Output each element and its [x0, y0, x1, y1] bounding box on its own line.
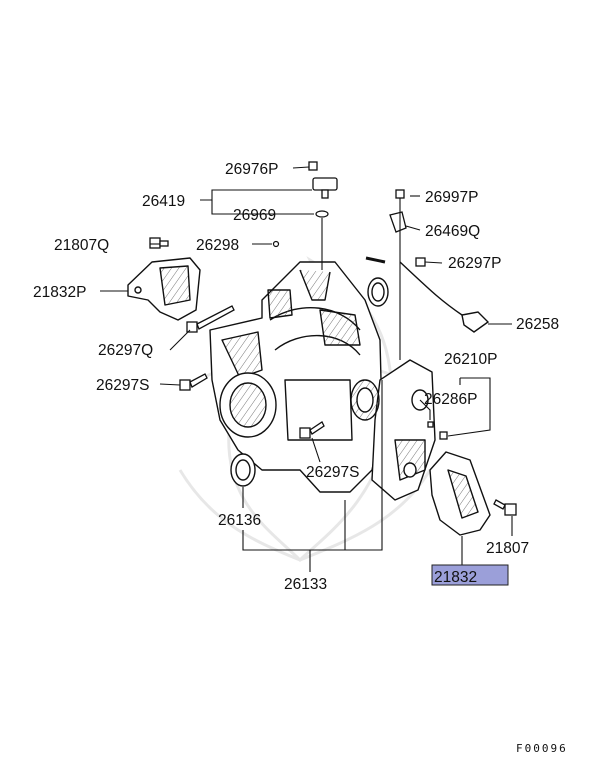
- label-21807[interactable]: 21807: [486, 540, 529, 557]
- o-ring-26969: [315, 210, 329, 218]
- label-26133[interactable]: 26133: [284, 576, 327, 593]
- label-26286P[interactable]: 26286P: [424, 391, 477, 408]
- label-21832[interactable]: 21832: [434, 569, 477, 586]
- breather-hose-26258: [365, 256, 490, 333]
- label-26997P[interactable]: 26997P: [425, 189, 478, 206]
- label-26210P[interactable]: 26210P: [444, 351, 497, 368]
- label-26298[interactable]: 26298: [196, 237, 239, 254]
- footer-code: F00096: [516, 742, 568, 755]
- bracket-21832P: [127, 257, 201, 321]
- label-26136[interactable]: 26136: [218, 512, 261, 529]
- label-26969[interactable]: 26969: [233, 207, 276, 224]
- extension-housing: [350, 359, 436, 501]
- bolt-26297S-left: [179, 373, 208, 391]
- part-labels: 26976P 26419 26969 21807Q 26298 21832P 2…: [33, 161, 559, 593]
- plug-26298: [272, 240, 280, 248]
- clip-26469Q: [389, 189, 426, 267]
- label-26419[interactable]: 26419: [142, 193, 185, 210]
- label-26258[interactable]: 26258: [516, 316, 559, 333]
- label-21832P[interactable]: 21832P: [33, 284, 86, 301]
- label-26469Q[interactable]: 26469Q: [425, 223, 480, 240]
- transfer-case-housing: [209, 261, 383, 493]
- oil-seal-26136: [230, 453, 256, 487]
- bolt-21807Q: [149, 237, 169, 249]
- label-26297S-center[interactable]: 26297S: [306, 464, 359, 481]
- leader-lines: [100, 166, 513, 572]
- bracket-21832: [429, 451, 491, 536]
- sensor-26419: [308, 161, 338, 199]
- oil-seal-top: [367, 277, 389, 307]
- bolt-21807: [493, 499, 517, 516]
- bolt-26297Q: [186, 305, 235, 333]
- label-26976P[interactable]: 26976P: [225, 161, 278, 178]
- label-26297P[interactable]: 26297P: [448, 255, 501, 272]
- bolt-26297S-center: [299, 421, 325, 439]
- label-26297S-left[interactable]: 26297S: [96, 377, 149, 394]
- bolts-26210P: [427, 421, 448, 440]
- label-21807Q[interactable]: 21807Q: [54, 237, 109, 254]
- label-26297Q[interactable]: 26297Q: [98, 342, 153, 359]
- highlight-21832: [431, 564, 509, 586]
